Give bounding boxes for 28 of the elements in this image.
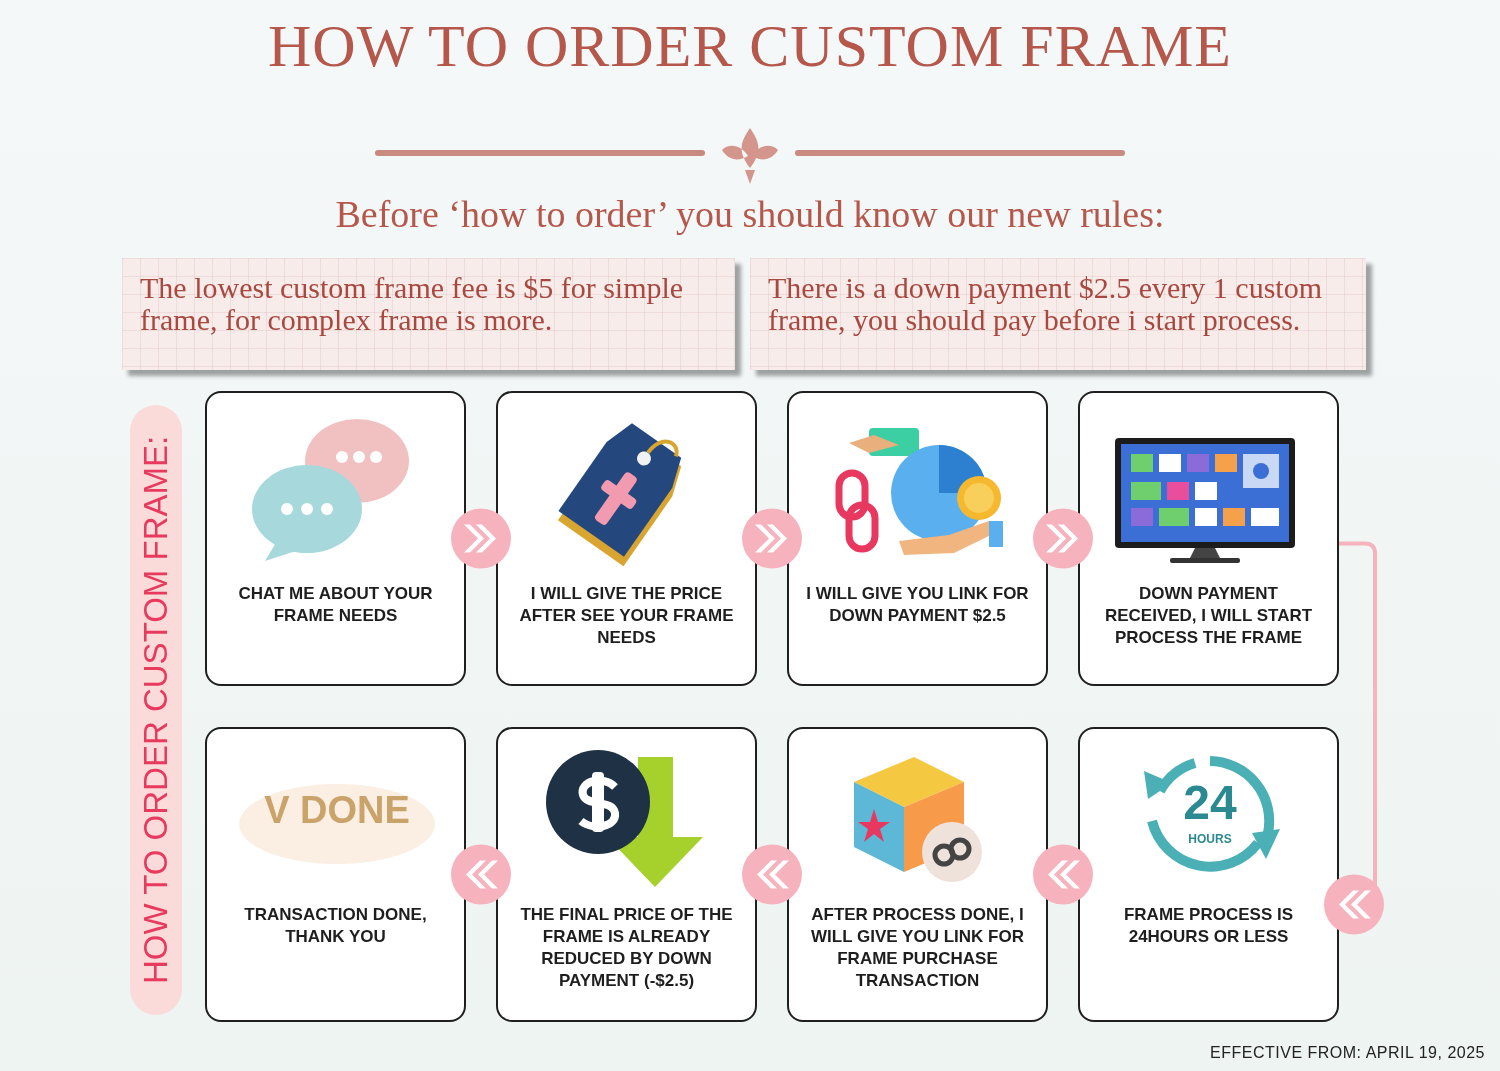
step-caption: CHAT ME ABOUT YOUR FRAME NEEDS (237, 583, 434, 627)
subtitle: Before ‘how to order’ you should know our new rules: (334, 192, 1166, 236)
rule-text: The lowest custom frame fee is $5 for simple frame, for complex frame is more. (140, 272, 685, 336)
effective-date-note: EFFECTIVE FROM: APRIL 19, 2025 (1209, 1044, 1485, 1062)
step-caption: I WILL GIVE YOU LINK FOR DOWN PAYMENT $2.5 (805, 583, 1030, 627)
title: HOW TO ORDER CUSTOM FRAME (266, 12, 1234, 81)
step-card (1078, 727, 1339, 1022)
step-card (205, 727, 466, 1022)
step-card (787, 727, 1048, 1022)
banner-heading: HOW TO ORDER CUSTOM FRAME: (136, 434, 175, 987)
hours-text: HOURS (1187, 833, 1233, 845)
rule-text: There is a down payment $2.5 every 1 custom frame, you should pay before i start process. (768, 272, 1324, 336)
step-caption: AFTER PROCESS DONE, I WILL GIVE YOU LINK FOR FRAME PURCHASE TRANSACTION (810, 904, 1025, 992)
step-caption: DOWN PAYMENT RECEIVED, I WILL START PROCESS THE FRAME (1103, 583, 1314, 649)
step-caption: FRAME PROCESS IS 24HOURS OR LESS (1122, 904, 1295, 948)
step-caption: I WILL GIVE THE PRICE AFTER SEE YOUR FRAME NEEDS (518, 583, 735, 649)
done-text: V DONE (263, 791, 411, 829)
step-card (1078, 391, 1339, 686)
step-caption: THE FINAL PRICE OF THE FRAME IS ALREADY REDUCED BY DOWN PAYMENT (-$2.5) (519, 904, 734, 992)
vertical-banner (130, 405, 182, 1015)
rule-card (750, 258, 1366, 370)
step-card (496, 391, 757, 686)
hours-number: 24 (1182, 779, 1238, 827)
rule-card (122, 258, 735, 370)
step-card (787, 391, 1048, 686)
step-card (496, 727, 757, 1022)
step-card (205, 391, 466, 686)
step-caption: TRANSACTION DONE, THANK YOU (243, 904, 428, 948)
